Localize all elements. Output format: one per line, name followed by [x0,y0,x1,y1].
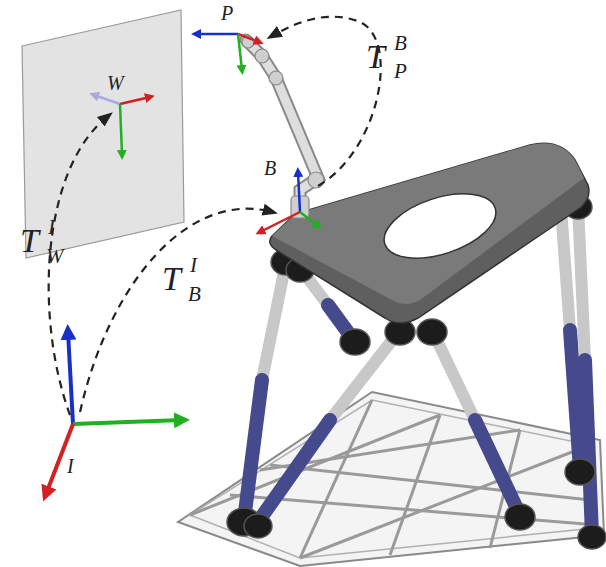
actuator-legs-part [475,420,520,515]
robot-arm-part-part [269,71,283,85]
actuator-legs-part [570,330,580,470]
base-frame-part-part [270,465,590,500]
frame-p-axes-part [196,33,238,36]
frame-w-axes-part [94,95,120,104]
top-plate-part [376,181,504,270]
frame-i-axes-part [46,424,73,494]
transform-subscript: B [188,284,201,305]
bellow-joints-part [578,525,606,549]
actuator-legs-part [262,262,286,380]
transform-symbol: T [162,262,181,296]
actuator-legs-part [585,360,592,535]
frame-w-axes-part [120,104,122,155]
frame-i-axes-part [73,420,182,424]
frame-b-axes-part [298,172,300,212]
frame-w-axes [94,95,150,155]
actuator-legs-part [330,330,400,420]
frame-b-axes-part [260,212,300,232]
transform-subscript: P [394,61,407,82]
transform-arrows-part [272,17,381,186]
frame-name: B [264,158,276,178]
bellow-joints-part [244,514,272,538]
actuator-legs-part [578,205,585,360]
actuator-legs-part [244,380,262,520]
bellow-joints-part [505,504,535,530]
wall-plane-part [22,10,184,258]
frame-b-axes-part [300,212,318,226]
robot-arm-part-part [255,49,269,63]
frame-b-axes [260,172,318,232]
base-frame-part-part [300,445,590,558]
bellow-joints-part [565,459,595,485]
wall-plane [22,10,184,258]
transform-symbol: T [20,224,39,258]
base-frame-part-part [390,415,440,555]
frame-name: P [221,3,233,23]
base-frame [178,392,604,566]
frame-i-axes [46,332,182,494]
robot-arm-part [246,40,318,212]
transform-superscript: I [190,255,197,276]
base-frame-part [178,392,604,566]
robot-arm-part-part [308,172,324,188]
robot-arm [242,36,324,218]
transform-subscript: W [46,246,64,267]
transform-superscript: B [394,33,407,54]
transform-superscript: I [48,217,55,238]
transform-arrows-part [80,209,272,412]
robot-arm-part [246,40,318,212]
bellow-joints-part [340,329,370,355]
frame-name: I [67,456,74,476]
robot-arm-part [242,36,324,218]
transform-symbol: T [366,40,385,74]
frame-p-axes-part [238,34,259,42]
frame-w-axes-part [120,97,150,104]
frame-p-axes-part [238,34,242,70]
frame-name: W [107,73,124,93]
actuator-legs-part [258,420,330,522]
bellow-joints-part [417,319,447,345]
frame-p-axes [196,34,259,70]
base-frame-part-part [230,495,597,525]
transform-arrows [49,17,381,415]
